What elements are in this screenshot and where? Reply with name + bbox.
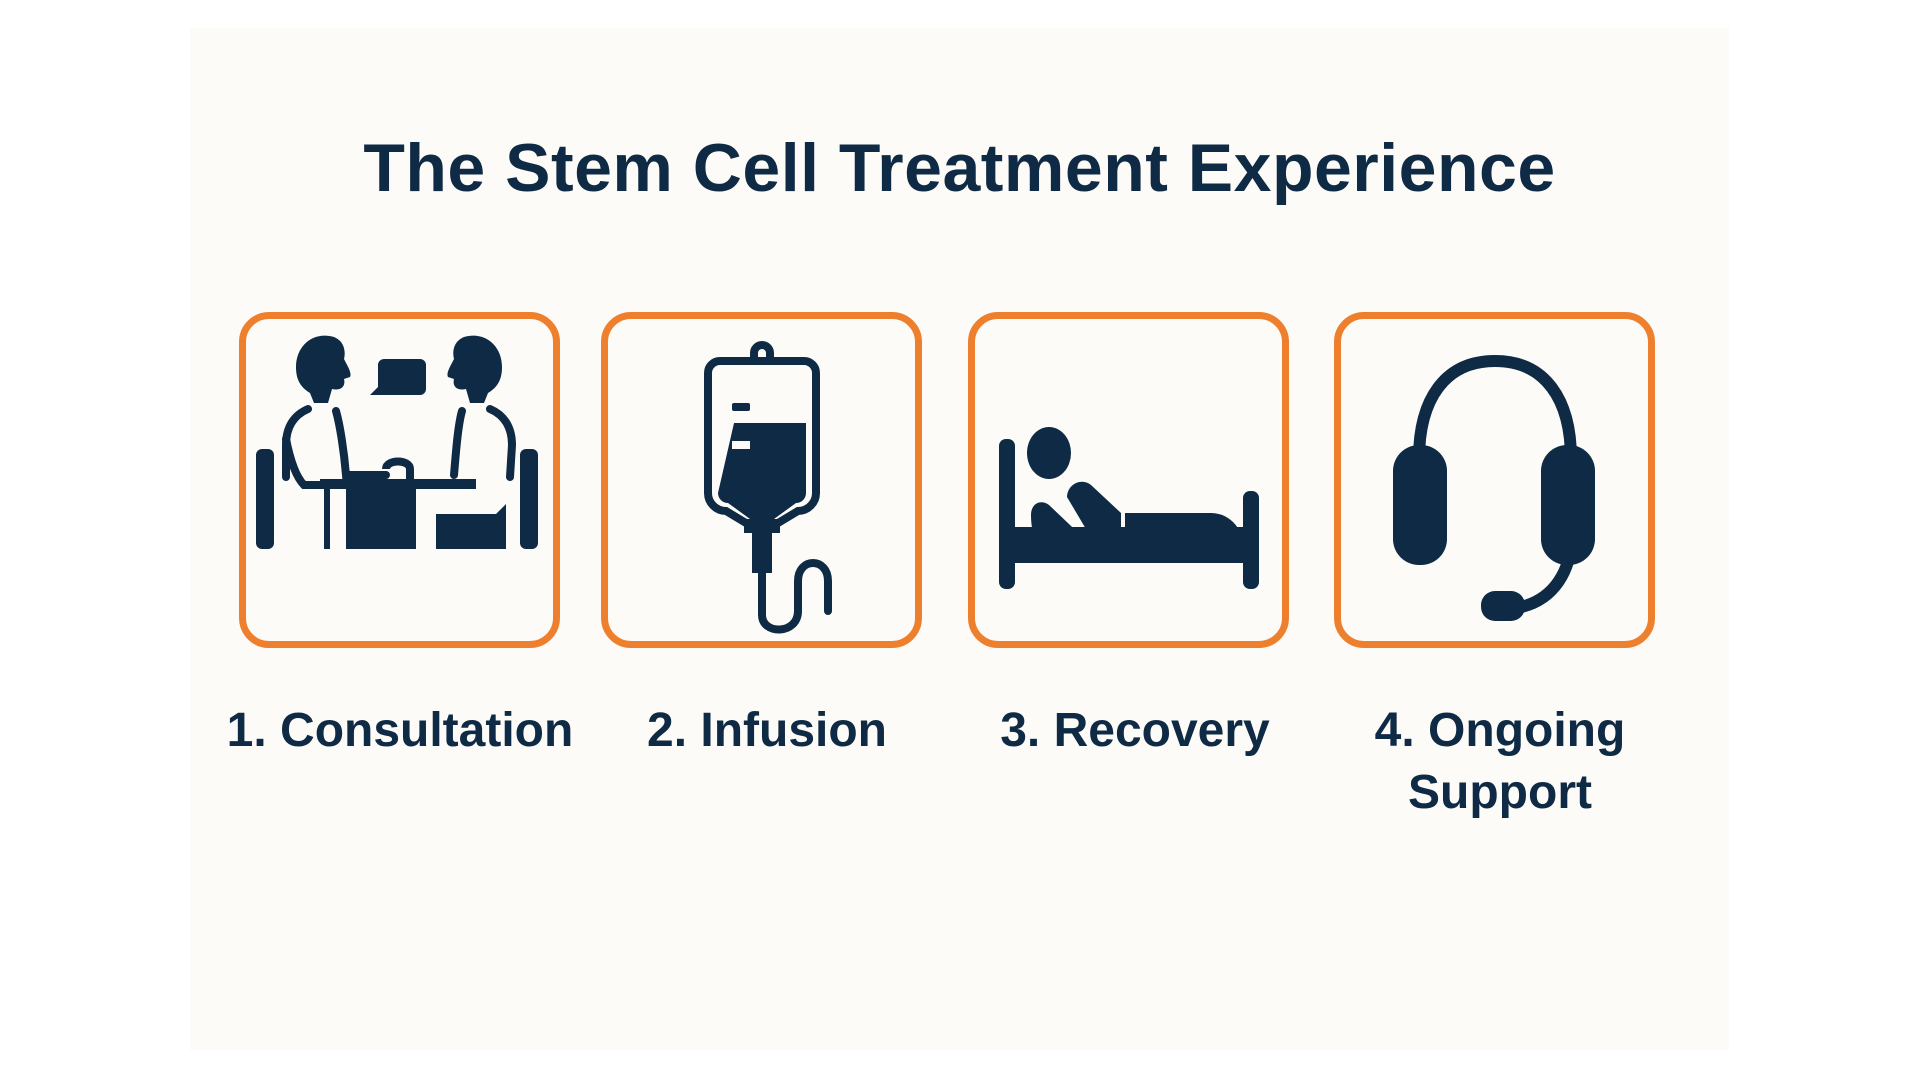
step-label-consultation: 1. Consultation bbox=[226, 704, 574, 757]
iv-bag-icon bbox=[704, 341, 832, 634]
step-card-infusion bbox=[601, 312, 922, 648]
step-label-infusion: 2. Infusion bbox=[647, 704, 887, 757]
patient-bed-icon bbox=[999, 427, 1259, 589]
step-label-recovery: 3. Recovery bbox=[1000, 704, 1270, 757]
consultation-icon bbox=[256, 335, 538, 549]
step-card-consultation bbox=[239, 312, 560, 648]
page-title: The Stem Cell Treatment Experience bbox=[363, 130, 1556, 206]
step-card-recovery bbox=[968, 312, 1289, 648]
headset-icon bbox=[1393, 354, 1595, 621]
step-card-ongoing-support bbox=[1334, 312, 1655, 648]
step-label-ongoing-support: 4. Ongoing Support bbox=[1374, 704, 1626, 819]
